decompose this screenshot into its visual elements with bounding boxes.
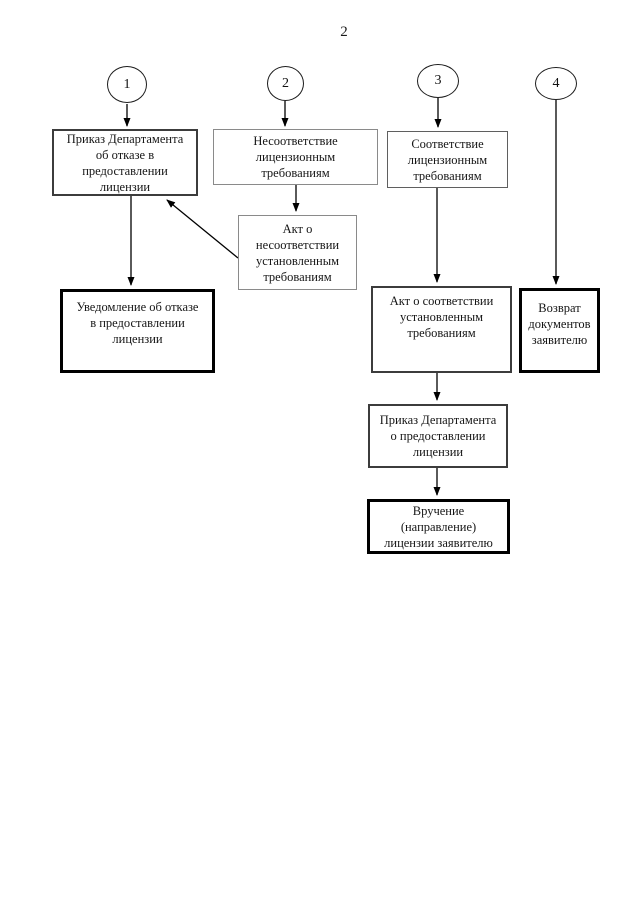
flow-entry-circle-3: 3 <box>417 64 459 98</box>
node-noncompliance: Несоответствие лицензионным требованиям <box>213 129 378 185</box>
connector-act-noncompliance-to-refusal-order <box>166 199 239 259</box>
node-compliance: Соответствие лицензионным требованиям <box>387 131 508 188</box>
flow-entry-circle-2: 2 <box>267 66 304 101</box>
node-order-grant-license: Приказ Департамента о предоставлении лиц… <box>368 404 508 468</box>
node-license-delivery: Вручение (направление) лицензии заявител… <box>367 499 510 554</box>
flow-entry-circle-4: 4 <box>535 67 577 100</box>
node-act-noncompliance: Акт о несоответствии установленным требо… <box>238 215 357 290</box>
node-act-compliance: Акт о соответствии установленным требова… <box>371 286 512 373</box>
node-documents-return: Возврат документов заявителю <box>519 288 600 373</box>
node-order-refuse-license: Приказ Департамента об отказе в предоста… <box>52 129 198 196</box>
node-refusal-notice: Уведомление об отказе в предоставлении л… <box>60 289 215 373</box>
flow-entry-circle-1: 1 <box>107 66 147 103</box>
page-number: 2 <box>340 24 348 40</box>
